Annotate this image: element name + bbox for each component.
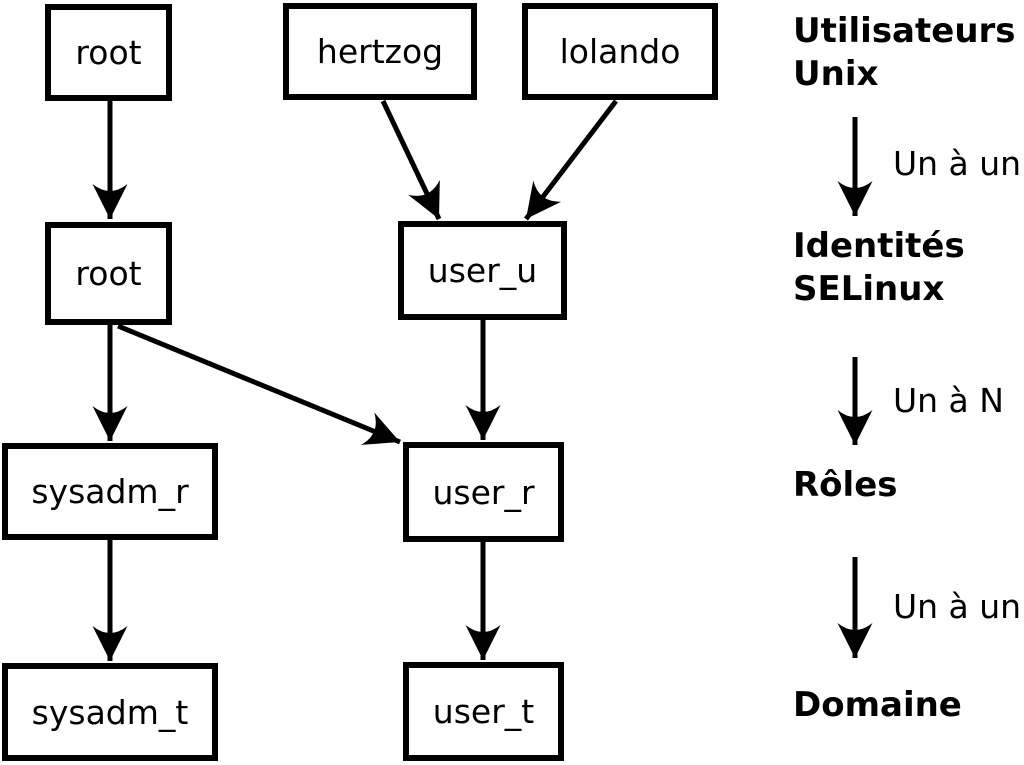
node-unix-user-lolando: lolando [522, 3, 718, 100]
node-label: root [75, 33, 142, 72]
node-unix-user-root: root [45, 4, 172, 101]
node-selinux-identity-root: root [45, 222, 172, 325]
node-role-user-r: user_r [403, 442, 564, 542]
node-role-sysadm-r: sysadm_r [2, 443, 218, 540]
edge-arrow-unix-lolando-to-selinux-user-u [524, 99, 618, 221]
node-label: user_u [427, 251, 538, 290]
edges-group [92, 99, 873, 661]
legend-level-utilisateurs-unix: Utilisateurs Unix [793, 11, 1016, 94]
node-domain-user-t: user_t [403, 662, 564, 761]
node-label: lolando [559, 32, 681, 71]
legend-level-identites-selinux: Identités SELinux [793, 226, 965, 309]
legend-relation-un-a-un-1: Un à un [893, 144, 1022, 183]
node-domain-sysadm-t: sysadm_t [2, 663, 218, 761]
legend-level-roles: Rôles [793, 465, 898, 505]
edge-arrow-unix-hertzog-to-selinux-user-u [380, 99, 442, 221]
node-unix-user-hertzog: hertzog [283, 3, 477, 100]
legend-relation-un-a-un-2: Un à un [893, 587, 1022, 626]
node-label: sysadm_r [31, 472, 189, 511]
node-label: user_r [432, 472, 535, 512]
legend-level-domaine: Domaine [793, 685, 962, 725]
node-label: root [75, 254, 142, 293]
node-label: hertzog [316, 32, 444, 71]
node-label: user_t [432, 692, 535, 731]
legend-relation-un-a-n: Un à N [893, 381, 1004, 420]
edge-arrow-selinux-root-to-role-user-r [117, 323, 401, 445]
node-label: sysadm_t [31, 692, 189, 732]
node-selinux-identity-user-u: user_u [398, 221, 567, 320]
